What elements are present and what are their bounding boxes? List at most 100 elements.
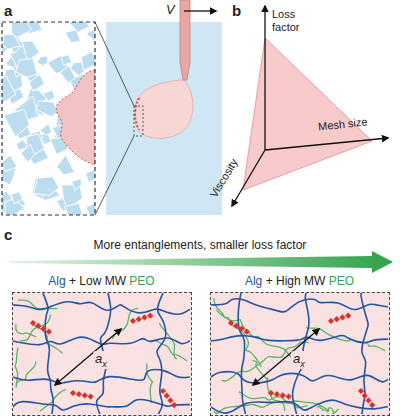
gel-particle	[71, 179, 81, 191]
ionic-crosslink	[88, 393, 94, 399]
ink-blob	[56, 70, 95, 165]
alginate-chain	[211, 400, 388, 413]
gel-particle	[57, 155, 75, 175]
mesh-size-arrow	[253, 329, 319, 385]
trend-arrow	[10, 251, 393, 273]
ionic-crosslink	[365, 397, 371, 403]
ionic-crosslink	[228, 320, 234, 326]
gel-particle	[3, 34, 21, 49]
gel-particle	[16, 58, 37, 77]
ionic-crosslink	[70, 390, 76, 396]
velocity-arrow	[184, 10, 216, 11]
gel-particle	[64, 203, 82, 215]
ionic-crosslink	[40, 326, 46, 332]
gel-particle	[4, 109, 30, 136]
peo-chain	[18, 300, 57, 309]
mesh-size-label: ax	[291, 351, 307, 369]
alginate-chain	[13, 370, 190, 384]
ionic-crosslink	[164, 393, 170, 399]
peo-chain	[112, 308, 138, 339]
ionic-crosslink	[268, 390, 274, 396]
gel-particle	[86, 26, 95, 41]
gel-particle	[86, 199, 95, 215]
axis	[232, 150, 265, 206]
peo-chain	[306, 328, 385, 351]
ionic-crosslink	[46, 329, 52, 335]
ionic-crosslink	[136, 316, 142, 322]
ionic-crosslink	[82, 392, 88, 398]
zoom-line	[95, 22, 134, 106]
alginate-chain	[43, 293, 53, 414]
gel-particle	[65, 30, 80, 43]
sample-heading: Alg + Low MW PEO	[48, 274, 154, 288]
gel-particle	[37, 56, 48, 66]
ionic-crosslink	[345, 313, 351, 319]
gel-particle	[36, 101, 58, 117]
ionic-crosslink	[35, 323, 41, 329]
alginate-chain	[13, 399, 190, 410]
ionic-crosslink	[244, 329, 250, 335]
alginate-chain	[238, 293, 245, 414]
ionic-crosslink	[160, 388, 166, 394]
mesh-size-label: ax	[93, 351, 109, 369]
ionic-crosslink	[280, 392, 286, 398]
gel-particle	[60, 66, 75, 84]
axis	[264, 6, 265, 150]
network-box: Alg + High MW PEOax	[210, 292, 390, 416]
peo-chain	[34, 325, 63, 353]
network-box: Alg + Low MW PEOax	[12, 292, 192, 416]
ionic-crosslink	[334, 316, 340, 322]
support-bath	[106, 22, 222, 215]
ionic-crosslink	[238, 326, 244, 332]
ionic-crosslink	[328, 318, 334, 324]
peo-chain	[214, 298, 261, 367]
axis	[265, 138, 388, 150]
gel-particle	[2, 76, 16, 102]
panel-label: b	[232, 2, 241, 19]
zoom-line	[95, 136, 134, 215]
ionic-crosslink	[369, 402, 375, 408]
ionic-crosslink	[233, 323, 239, 329]
sample-heading: Alg + High MW PEO	[245, 274, 354, 288]
zoom-region	[134, 106, 143, 136]
gel-particle	[40, 124, 52, 136]
interface	[135, 98, 139, 130]
ionic-crosslink	[274, 391, 280, 397]
ionic-crosslink	[358, 388, 364, 394]
gel-particle	[81, 52, 95, 71]
mesh-size-arrow	[55, 329, 121, 385]
inset-frame	[2, 22, 95, 215]
ionic-crosslink	[339, 314, 345, 320]
ionic-crosslink	[167, 397, 173, 403]
zoom-inset	[2, 22, 95, 215]
ionic-crosslink	[286, 393, 292, 399]
alginate-chain	[13, 302, 190, 315]
printed-droplet	[134, 80, 193, 138]
alginate-chain	[211, 335, 388, 342]
gel-particle	[86, 170, 95, 183]
gel-particle	[2, 155, 17, 171]
ionic-crosslink	[76, 391, 82, 397]
peo-chain	[16, 361, 36, 387]
peo-chain	[253, 361, 285, 411]
peo-chain	[16, 324, 36, 337]
ionic-crosslink	[30, 320, 36, 326]
gel-particle	[43, 90, 55, 101]
panel-label: c	[4, 226, 12, 243]
velocity-label: V	[166, 2, 175, 17]
gel-particle	[34, 177, 60, 196]
axis-label: Loss factor	[272, 8, 316, 33]
gel-particle	[11, 192, 23, 204]
panel-label: a	[4, 2, 12, 19]
ionic-crosslink	[362, 393, 368, 399]
ionic-crosslink	[141, 314, 147, 320]
gel-particle	[21, 145, 35, 163]
ionic-crosslink	[130, 318, 136, 324]
nozzle	[180, 0, 190, 80]
gel-particle	[61, 55, 72, 65]
ionic-crosslink	[147, 313, 153, 319]
gel-particle	[29, 74, 44, 91]
ionic-crosslink	[171, 402, 177, 408]
alginate-chain	[361, 293, 368, 414]
property-plane	[243, 38, 372, 190]
